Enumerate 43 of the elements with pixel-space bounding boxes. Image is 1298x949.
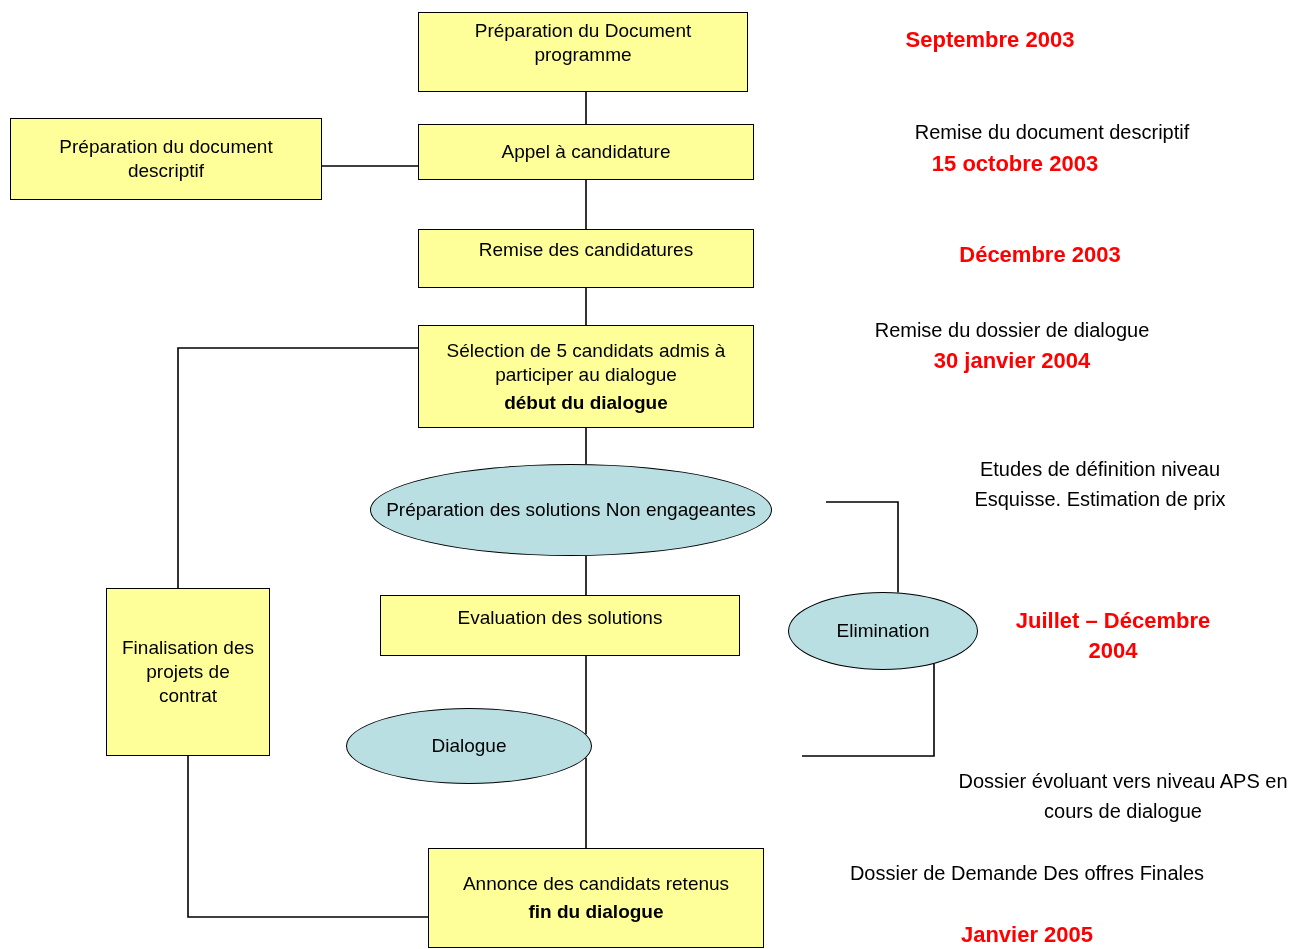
node-text: Finalisation des projets de contrat — [121, 636, 255, 708]
connector-line — [585, 655, 587, 736]
connector-line — [585, 287, 587, 326]
connector-line — [321, 165, 419, 167]
node-text: Elimination — [836, 619, 930, 643]
node-text: Préparation du Document programme — [473, 19, 693, 67]
connector-line — [585, 91, 587, 125]
date-label: Juillet – Décembre 2004 — [1014, 607, 1212, 665]
date-label: 15 octobre 2003 — [930, 150, 1100, 178]
process-box — [418, 229, 754, 288]
process-box — [418, 12, 748, 92]
node-text: Evaluation des solutions — [457, 606, 663, 630]
process-box — [428, 848, 764, 948]
connector-line — [585, 427, 587, 465]
connector-line — [585, 179, 587, 230]
node-text: début du dialogue — [504, 390, 668, 415]
connector-line — [177, 347, 419, 589]
process-box — [106, 588, 270, 756]
note-text: Etudes de définition niveau Esquisse. Estimation de prix — [973, 457, 1227, 512]
node-text: Remise des candidatures — [478, 238, 694, 262]
node-text: Préparation des solutions Non engageantes — [386, 498, 756, 522]
connector-line — [585, 756, 587, 849]
note-text: Dossier évoluant vers niveau APS en cours de dialogue — [958, 769, 1288, 824]
connector-line — [825, 501, 899, 594]
note-text: Remise du dossier de dialogue — [873, 318, 1151, 343]
note-text: Dossier de Demande Des offres Finales — [848, 861, 1206, 886]
process-box — [418, 124, 754, 180]
note-text: Remise du document descriptif — [913, 120, 1191, 145]
date-label: 30 janvier 2004 — [932, 347, 1092, 375]
process-box — [380, 595, 740, 656]
node-text: fin du dialogue — [528, 900, 664, 924]
node-text: Annonce des candidats retenus — [462, 872, 730, 896]
date-label: Septembre 2003 — [904, 26, 1076, 54]
process-box — [10, 118, 322, 200]
date-label: Décembre 2003 — [958, 241, 1122, 269]
node-text: Dialogue — [431, 734, 507, 758]
process-box — [418, 325, 754, 428]
connector-line — [801, 663, 935, 757]
connector-line — [585, 555, 587, 596]
node-text: Appel à candidature — [501, 140, 671, 164]
node-text: Préparation du document descriptif — [58, 135, 274, 183]
connector-line — [187, 755, 429, 918]
date-label: Janvier 2005 — [959, 921, 1095, 949]
